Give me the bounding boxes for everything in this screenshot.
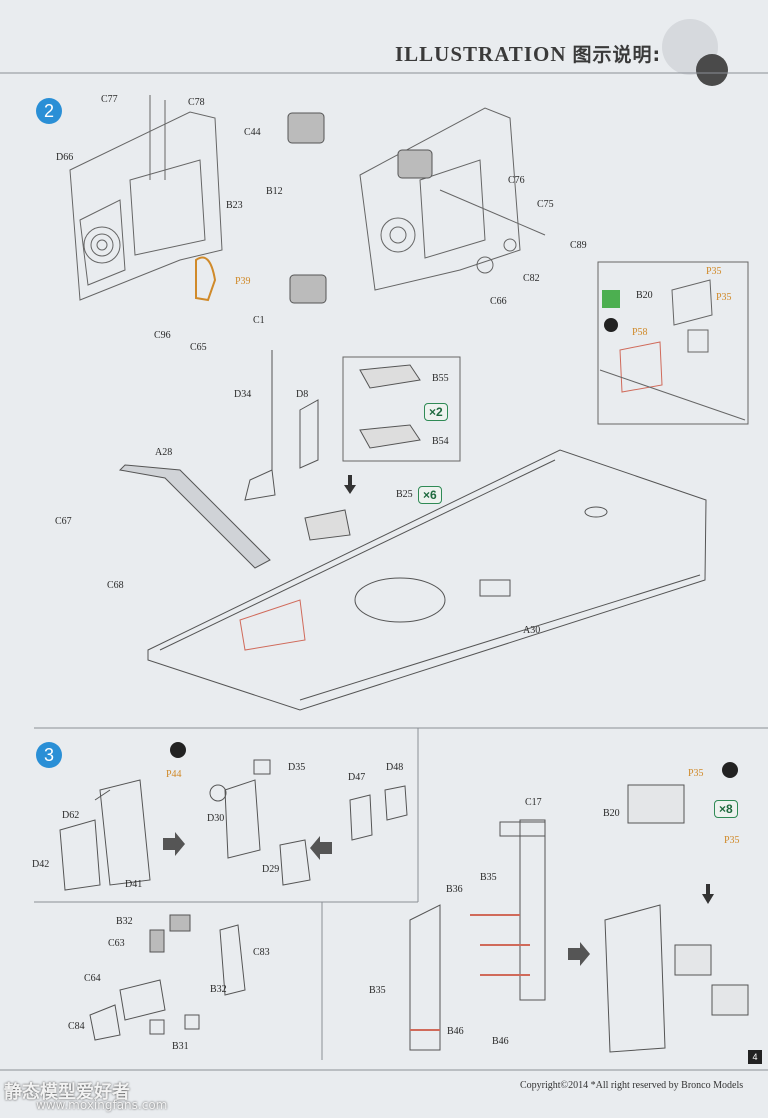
part-label: P58: [632, 327, 648, 338]
part-label: P35: [724, 835, 740, 846]
part-label: B20: [636, 290, 653, 301]
part-label: B36: [446, 884, 463, 895]
part-label: B23: [226, 200, 243, 211]
step-badge-2: 2: [36, 98, 62, 124]
part-label: D48: [386, 762, 404, 773]
part-label: D47: [348, 772, 366, 783]
ammo-rack-final: [604, 784, 749, 1053]
part-label: B20: [603, 808, 620, 819]
watermark-text: 静态模型爱好者: [4, 1082, 130, 1103]
down-arrow-2: [702, 884, 714, 904]
step3-bottom-left-assembly: [89, 914, 246, 1041]
a28-panel: [118, 464, 271, 569]
part-label: D34: [234, 389, 252, 400]
part-label: C82: [523, 273, 540, 284]
c44-part-right: [397, 149, 433, 179]
part-label: B55: [432, 373, 449, 384]
part-label: B32: [210, 984, 227, 995]
part-label: B32: [116, 916, 133, 927]
header-circle-dark: [696, 54, 728, 86]
step3-mid-assembly: [209, 759, 311, 886]
part-label: C96: [154, 330, 171, 341]
step3-left-assembly: [59, 779, 151, 891]
header-title-cn: 图示说明:: [572, 44, 662, 66]
part-label: D66: [56, 152, 74, 163]
part-label: C68: [107, 580, 124, 591]
down-arrow: [344, 475, 356, 494]
part-label: D29: [262, 864, 280, 875]
part-label: C89: [570, 240, 587, 251]
b54-b55-box: [342, 356, 461, 462]
part-label: A30: [523, 625, 541, 636]
part-label: C17: [525, 797, 542, 808]
copyright-text: Copyright©2014 *All right reserved by Br…: [520, 1080, 744, 1091]
part-label: P35: [688, 768, 704, 779]
part-label: D42: [32, 859, 50, 870]
part-label: B12: [266, 186, 283, 197]
quantity-b54-b55: ×2: [424, 403, 448, 421]
part-label: C65: [190, 342, 207, 353]
part-label: D35: [288, 762, 306, 773]
glue-icon-b20: [722, 762, 738, 778]
glue-icon-step3: [170, 742, 186, 758]
part-label: C75: [537, 199, 554, 210]
part-label: C63: [108, 938, 125, 949]
quantity-b25: ×6: [418, 486, 442, 504]
part-label: A28: [155, 447, 173, 458]
part-label: D30: [207, 813, 225, 824]
page-number: 4: [748, 1050, 762, 1064]
glue-icon-green: [602, 290, 620, 308]
part-label: C64: [84, 973, 101, 984]
part-label: P39: [235, 276, 251, 287]
arrow-right-1: [163, 832, 185, 856]
part-label: B46: [492, 1036, 509, 1047]
part-label: C84: [68, 1021, 85, 1032]
watermark-url: www.moxingfans.com: [36, 1098, 168, 1112]
b54-b55-parts: [304, 364, 421, 541]
fighting-compartment-right: [359, 107, 546, 291]
part-label: B35: [369, 985, 386, 996]
header-title: ILLUSTRATION: [395, 42, 567, 66]
part-label: C83: [253, 947, 270, 958]
inset-box: [597, 261, 749, 425]
part-label: B46: [447, 1026, 464, 1037]
d47-d48-parts: [349, 785, 408, 841]
c44-part: [287, 112, 327, 304]
part-label: C44: [244, 127, 261, 138]
part-label: P35: [706, 266, 722, 277]
part-label: D41: [125, 879, 143, 890]
part-label: B25: [396, 489, 413, 500]
step-badge-3: 3: [36, 742, 62, 768]
part-label: B31: [172, 1041, 189, 1052]
part-label: P35: [716, 292, 732, 303]
part-label: D8: [296, 389, 309, 400]
d34-antenna: [244, 350, 319, 501]
ammo-rack-assembly: [409, 819, 546, 1051]
part-label: C77: [101, 94, 118, 105]
hull-floor: [147, 449, 707, 711]
part-label: P44: [166, 769, 182, 780]
arrow-right-2: [568, 942, 590, 966]
part-label: C1: [253, 315, 265, 326]
part-label: C76: [508, 175, 525, 186]
part-label: D62: [62, 810, 80, 821]
part-label: C67: [55, 516, 72, 527]
part-label: C66: [490, 296, 507, 307]
part-label: B35: [480, 872, 497, 883]
glue-icon-black: [604, 318, 618, 332]
arrow-left-1: [310, 836, 332, 860]
part-label: C78: [188, 97, 205, 108]
inset-parts: [599, 279, 746, 421]
fighting-compartment-left: [69, 95, 223, 302]
quantity-b20: ×8: [714, 800, 738, 818]
part-label: B54: [432, 436, 449, 447]
